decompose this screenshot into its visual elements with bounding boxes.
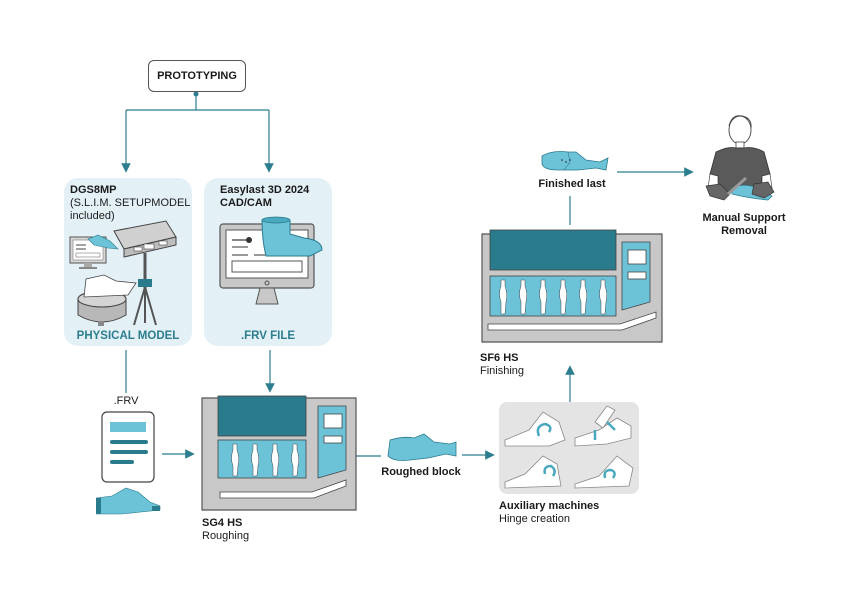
document-icon — [96, 411, 161, 515]
finished-last-label: Finished last — [538, 178, 606, 190]
roughing-machine-icon — [201, 395, 357, 511]
panel-dgs8mp-subtitle-1: (S.L.I.M. SETUPMODEL — [70, 197, 191, 209]
manual-removal-line2: Removal — [721, 225, 767, 237]
manual-removal-line1: Manual Support — [702, 212, 786, 224]
auxiliary-machines-step: Hinge creation — [499, 513, 570, 525]
auxiliary-machines-name: Auxiliary machines — [499, 500, 600, 512]
roughed-block-label: Roughed block — [381, 466, 461, 478]
frv-label: .FRV — [113, 395, 139, 407]
3d-scanner-icon — [69, 220, 177, 326]
hinge-creation-icon — [504, 405, 634, 489]
roughed-block-icon — [387, 433, 457, 461]
finished-last-icon — [541, 151, 609, 171]
panel-easylast-footer: .FRV FILE — [240, 330, 296, 342]
roughing-machine-step: Roughing — [202, 530, 250, 542]
cad-monitor-icon — [219, 216, 323, 305]
finishing-machine-step: Finishing — [480, 365, 525, 377]
panel-easylast-title-2: CAD/CAM — [220, 197, 272, 209]
panel-easylast-title-1: Easylast 3D 2024 — [220, 184, 310, 196]
roughing-machine-name: SG4 HS — [202, 517, 243, 529]
panel-dgs8mp-title: DGS8MP — [70, 184, 117, 196]
panel-dgs8mp-subtitle-2: included) — [70, 210, 115, 222]
connector-dot — [193, 91, 199, 97]
panel-dgs8mp-footer: PHYSICAL MODEL — [76, 330, 180, 342]
prototyping-node: PROTOTYPING — [148, 60, 246, 92]
finishing-machine-icon — [481, 229, 663, 343]
prototyping-label: PROTOTYPING — [157, 70, 237, 82]
worker-icon — [705, 115, 775, 201]
finishing-machine-name: SF6 HS — [480, 352, 519, 364]
prototyping-connector — [121, 94, 274, 173]
foot-last-icon — [96, 487, 161, 515]
